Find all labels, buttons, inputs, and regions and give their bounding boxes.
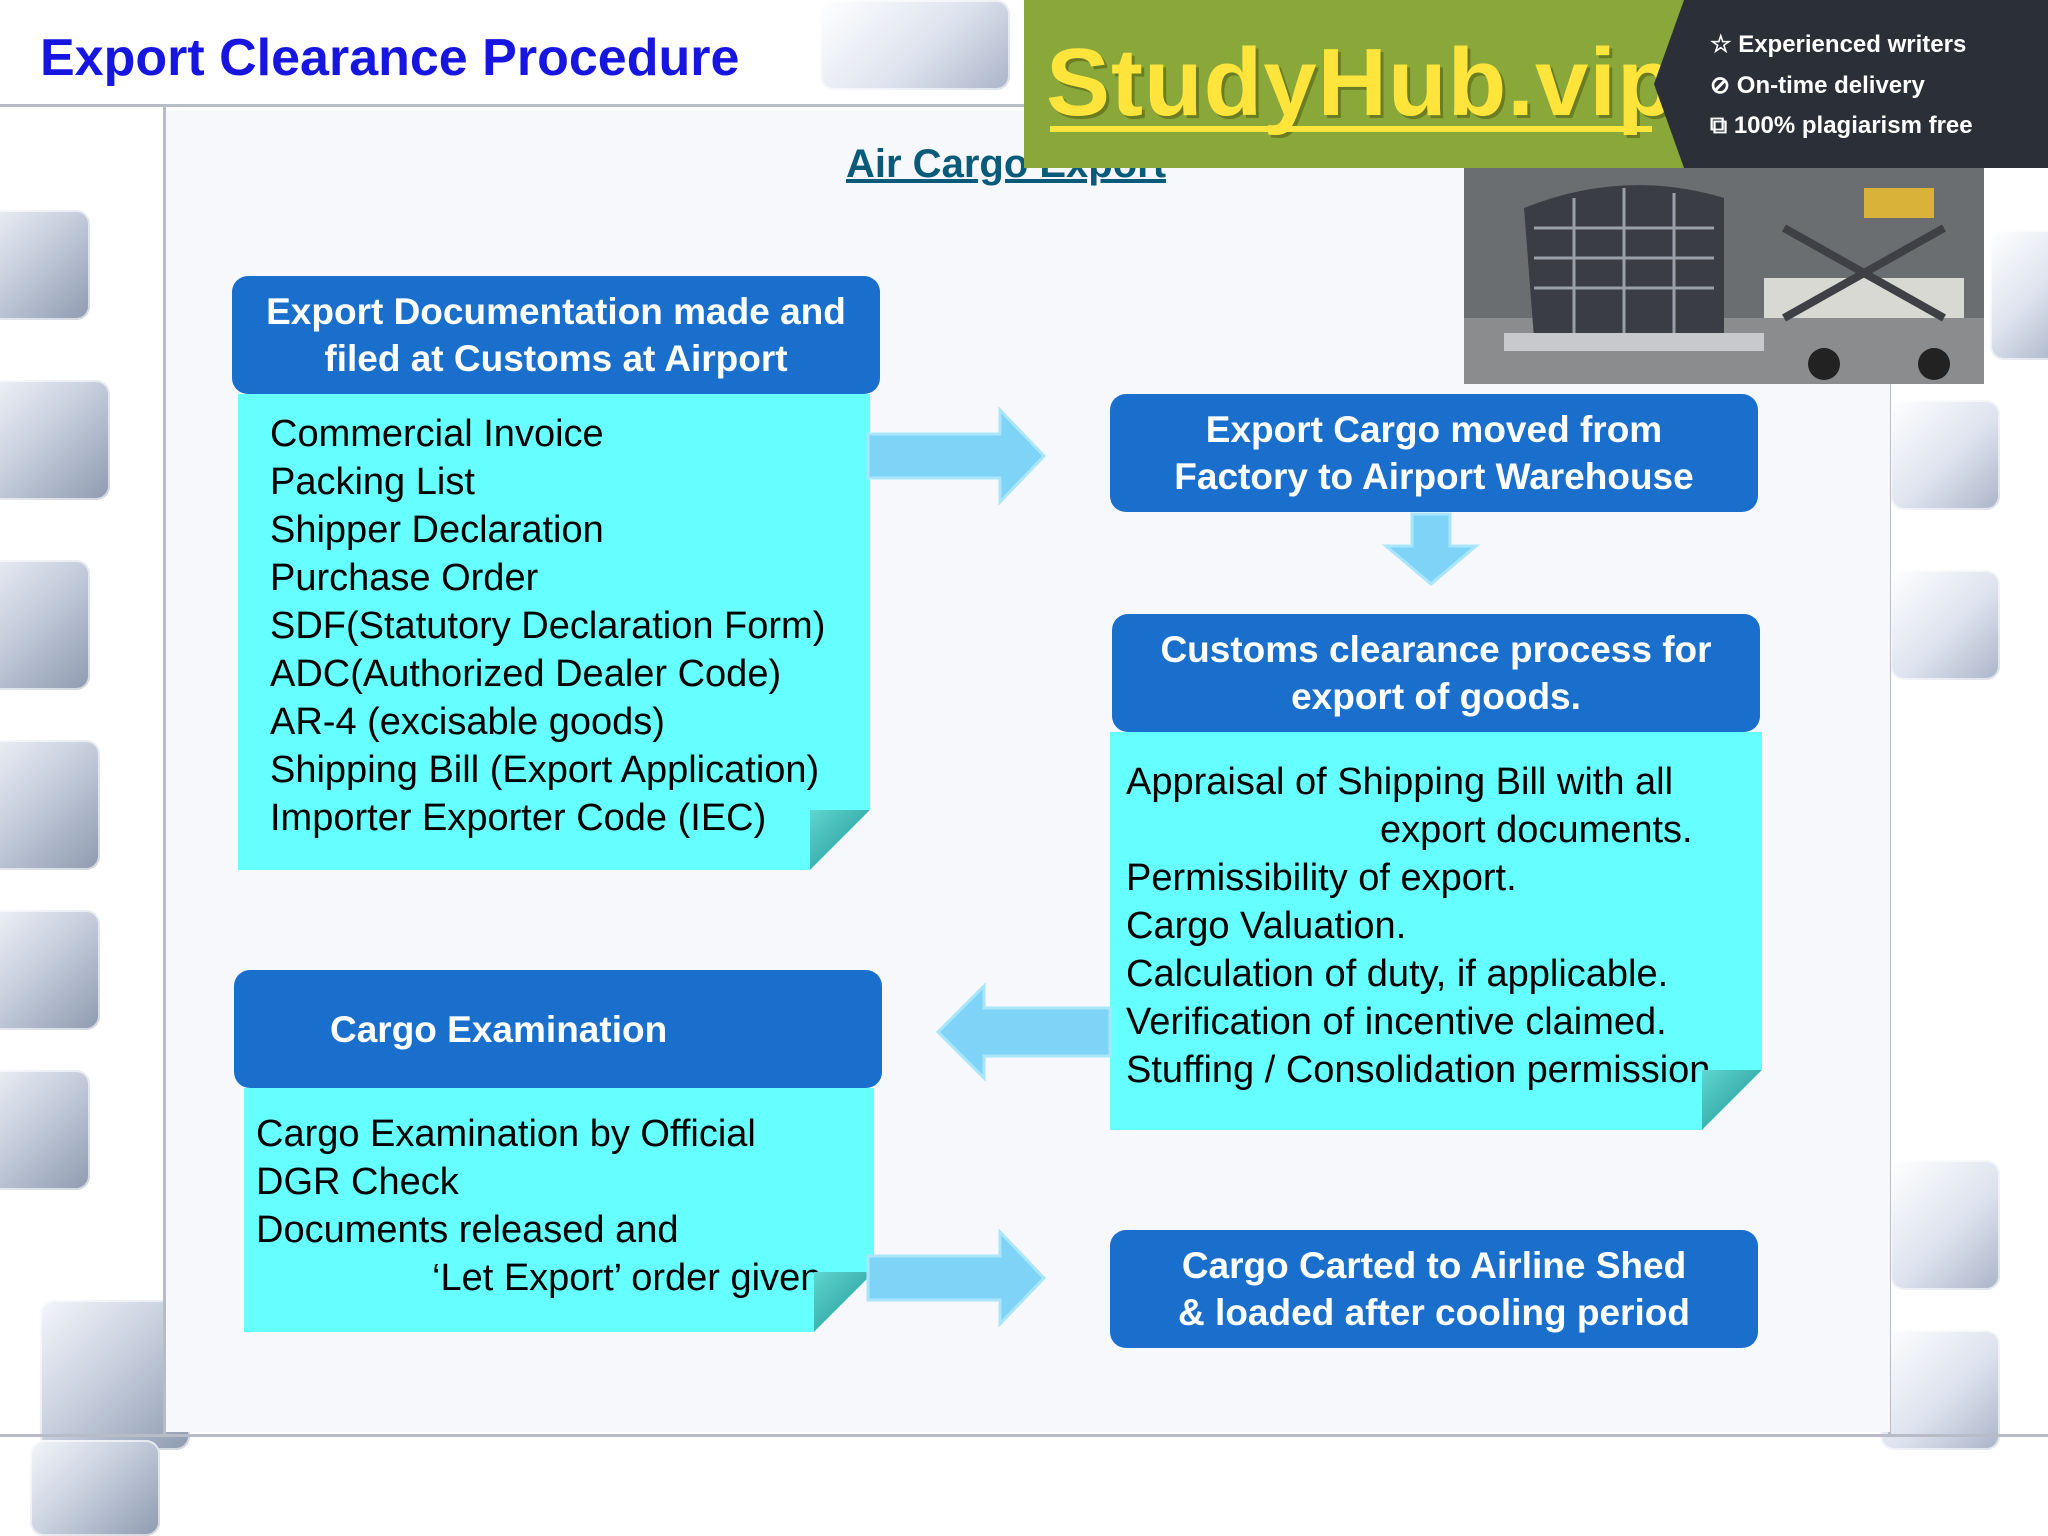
list-item: DGR Check (256, 1161, 459, 1203)
divider-line (163, 104, 166, 1434)
bg-cube (30, 1440, 160, 1536)
list-item: Verification of incentive claimed. (1126, 1001, 1667, 1043)
list-item: Commercial Invoice (270, 413, 604, 455)
list-item: Shipping Bill (Export Application) (270, 749, 820, 791)
customs-header-line2: export of goods. (1291, 676, 1581, 717)
cargo-moved-line1: Export Cargo moved from (1205, 409, 1663, 450)
star-icon: ☆ (1710, 31, 1732, 58)
bg-cube (1880, 1330, 2000, 1450)
cargo-carted-line1: Cargo Carted to Airline Shed (1181, 1245, 1687, 1286)
customs-header: Customs clearance process for export of … (1112, 614, 1760, 732)
list-item: Purchase Order (270, 557, 539, 599)
examination-header: Cargo Examination (234, 970, 882, 1088)
clock-icon: ⊘ (1710, 72, 1731, 99)
list-item: ADC(Authorized Dealer Code) (270, 653, 782, 695)
arrow-down-icon (1381, 512, 1481, 586)
arrow-left-icon (935, 982, 1112, 1082)
cargo-carted-box: Cargo Carted to Airline Shed & loaded af… (1110, 1230, 1758, 1348)
divider-line (0, 1434, 2048, 1437)
cargo-photo-illustration (1464, 168, 1984, 384)
bg-cube (820, 0, 1010, 90)
arrow-right-icon (866, 406, 1047, 506)
customs-header-line1: Customs clearance process for (1160, 629, 1712, 670)
list-item: Importer Exporter Code (IEC) (270, 797, 767, 839)
cargo-carted-line2: & loaded after cooling period (1178, 1292, 1690, 1333)
documentation-header-line1: Export Documentation made and (266, 291, 846, 332)
customs-list: Appraisal of Shipping Bill with all expo… (1110, 732, 1762, 1130)
ad-brand-panel (1024, 0, 1684, 168)
copy-icon: ⧉ (1710, 112, 1728, 139)
ad-brand-underline (1050, 126, 1652, 132)
bg-cube (1990, 230, 2048, 360)
list-item: Cargo Valuation. (1126, 905, 1407, 947)
list-item: SDF(Statutory Declaration Form) (270, 605, 826, 647)
documentation-list: Commercial Invoice Packing List Shipper … (238, 394, 870, 870)
bg-cube (0, 380, 110, 500)
list-item: Appraisal of Shipping Bill with all (1126, 761, 1674, 803)
ad-feature: ⊘ On-time delivery (1710, 71, 1925, 100)
list-item: Cargo Examination by Official (256, 1113, 756, 1155)
list-item: Stuffing / Consolidation permission. (1126, 1049, 1721, 1091)
bg-cube (0, 1070, 90, 1190)
list-item: ‘Let Export’ order given. (432, 1257, 832, 1299)
ad-banner[interactable]: StudyHub.vip ☆ Experienced writers ⊘ On-… (1024, 0, 2048, 168)
bg-cube (0, 210, 90, 320)
ad-feature-text: 100% plagiarism free (1733, 112, 1973, 139)
examination-list: Cargo Examination by Official DGR Check … (244, 1088, 874, 1332)
bg-cube (1890, 570, 2000, 680)
list-item: Documents released and (256, 1209, 679, 1251)
ad-feature-text: Experienced writers (1738, 31, 1967, 58)
slide-title: Export Clearance Procedure (40, 29, 740, 87)
cargo-loading-photo (1464, 168, 1984, 384)
ad-feature: ☆ Experienced writers (1710, 30, 1966, 59)
ad-feature: ⧉ 100% plagiarism free (1710, 112, 1973, 140)
documentation-header-line2: filed at Customs at Airport (324, 338, 788, 379)
ad-feature-text: On-time delivery (1736, 72, 1925, 99)
list-item: Packing List (270, 461, 475, 503)
bg-cube (0, 740, 100, 870)
bg-cube (1890, 400, 2000, 510)
bg-cube (1890, 1160, 2000, 1290)
bg-cube (0, 910, 100, 1030)
documentation-header: Export Documentation made and filed at C… (232, 276, 880, 394)
cargo-moved-box: Export Cargo moved from Factory to Airpo… (1110, 394, 1758, 512)
cargo-moved-line2: Factory to Airport Warehouse (1174, 456, 1694, 497)
arrow-right-icon (866, 1228, 1047, 1328)
list-item: Calculation of duty, if applicable. (1126, 953, 1669, 995)
list-item: AR-4 (excisable goods) (270, 701, 665, 743)
examination-header-text: Cargo Examination (330, 1008, 668, 1050)
list-item: Permissibility of export. (1126, 857, 1517, 899)
list-item: export documents. (1380, 809, 1693, 851)
bg-cube (0, 560, 90, 690)
ad-brand-logo: StudyHub.vip (1046, 29, 1677, 136)
list-item: Shipper Declaration (270, 509, 604, 551)
ad-features-panel (1654, 0, 2048, 168)
